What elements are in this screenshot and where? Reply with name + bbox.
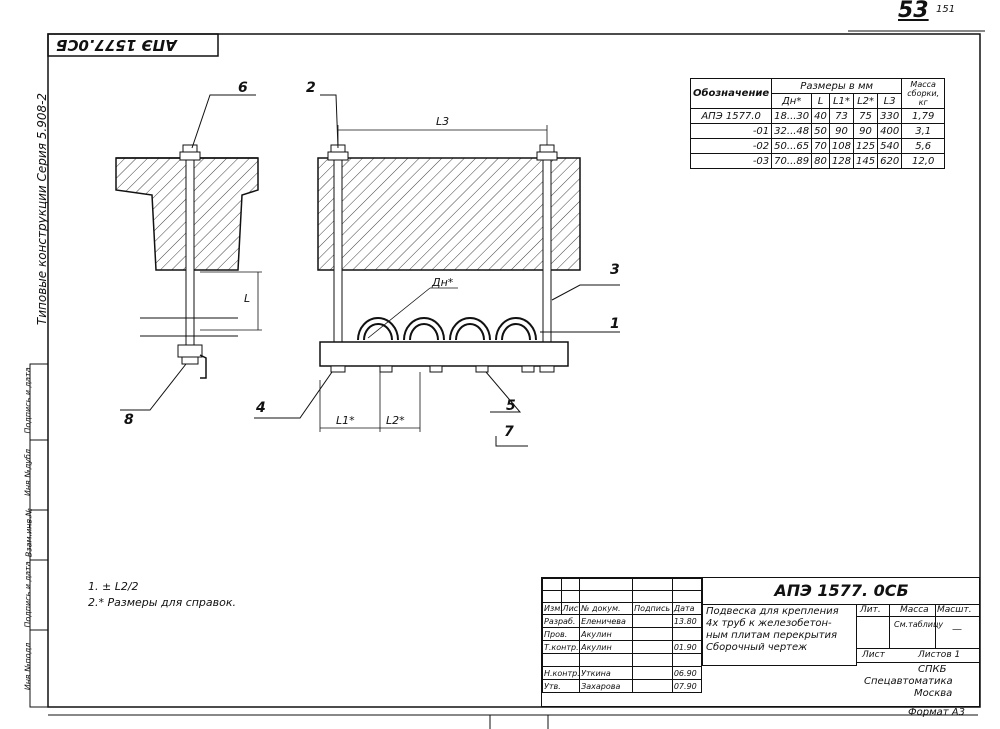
side-field-4: Подпись и дата [23, 561, 33, 628]
title-name: Подвеска для крепления 4х труб к железоб… [702, 604, 857, 666]
col-dn: Дн* [771, 93, 813, 109]
scale-value: — [952, 624, 962, 635]
title-code: АПЭ 1577. 0СБ [702, 578, 980, 605]
dim-l: L [244, 292, 251, 305]
mass-header: Масса сборки, кг [901, 78, 946, 109]
org-name-2: Спецавтоматика [864, 676, 953, 687]
callout-5: 5 [506, 398, 516, 414]
org-name-1: СПКБ [918, 664, 947, 675]
dim-dn: Дн* [432, 276, 454, 289]
col-l3: L3 [877, 93, 903, 109]
col-l2: L2* [852, 93, 879, 109]
dim-l2: L2* [386, 414, 405, 427]
table-row: Пров.Акулин [541, 627, 703, 641]
callout-8: 8 [124, 412, 134, 428]
page-sub-number: 151 [936, 4, 956, 15]
sheet-label: Лист [862, 650, 885, 660]
callout-7: 7 [504, 424, 514, 440]
note-1: 1. ± L2/2 [88, 580, 139, 593]
callout-2: 2 [306, 80, 316, 96]
scale-label: Масшт. [937, 605, 972, 615]
format-label: Формат А3 [908, 707, 965, 718]
callout-3: 3 [610, 262, 620, 278]
spec-table: Обозначение Размеры в мм Масса сборки, к… [689, 78, 946, 169]
dim-l1: L1* [336, 414, 355, 427]
dim-l3: L3 [436, 115, 450, 128]
side-field-1: Подпись и дата [23, 367, 33, 434]
col-l: L [811, 93, 830, 109]
series-label: Типовые конструкции Серия 5.908-2 [35, 92, 49, 326]
designation-header: Обозначение [689, 78, 773, 109]
sizes-header: Размеры в мм [771, 78, 903, 94]
stamp-code-mirrored: АПЭ 1577.0СБ [56, 36, 177, 54]
lit-label: Лит. [860, 605, 881, 615]
col-l1: L1* [828, 93, 855, 109]
note-2: 2.* Размеры для справок. [88, 596, 237, 609]
callout-1: 1 [610, 316, 620, 332]
callout-4: 4 [256, 400, 266, 416]
page-number: 53 [898, 0, 929, 23]
stamp-box [47, 33, 219, 57]
mounting-strip [319, 341, 569, 367]
sheets-label: Листов 1 [918, 650, 961, 660]
mass-label: Масса [900, 605, 929, 615]
table-row [541, 653, 703, 667]
side-strip [29, 363, 49, 708]
mass-value: См.таблицу [894, 620, 944, 629]
org-name-3: Москва [914, 688, 953, 699]
callout-6: 6 [238, 80, 248, 96]
side-field-5: Инв.№подл [23, 642, 33, 691]
right-slab [317, 157, 581, 271]
